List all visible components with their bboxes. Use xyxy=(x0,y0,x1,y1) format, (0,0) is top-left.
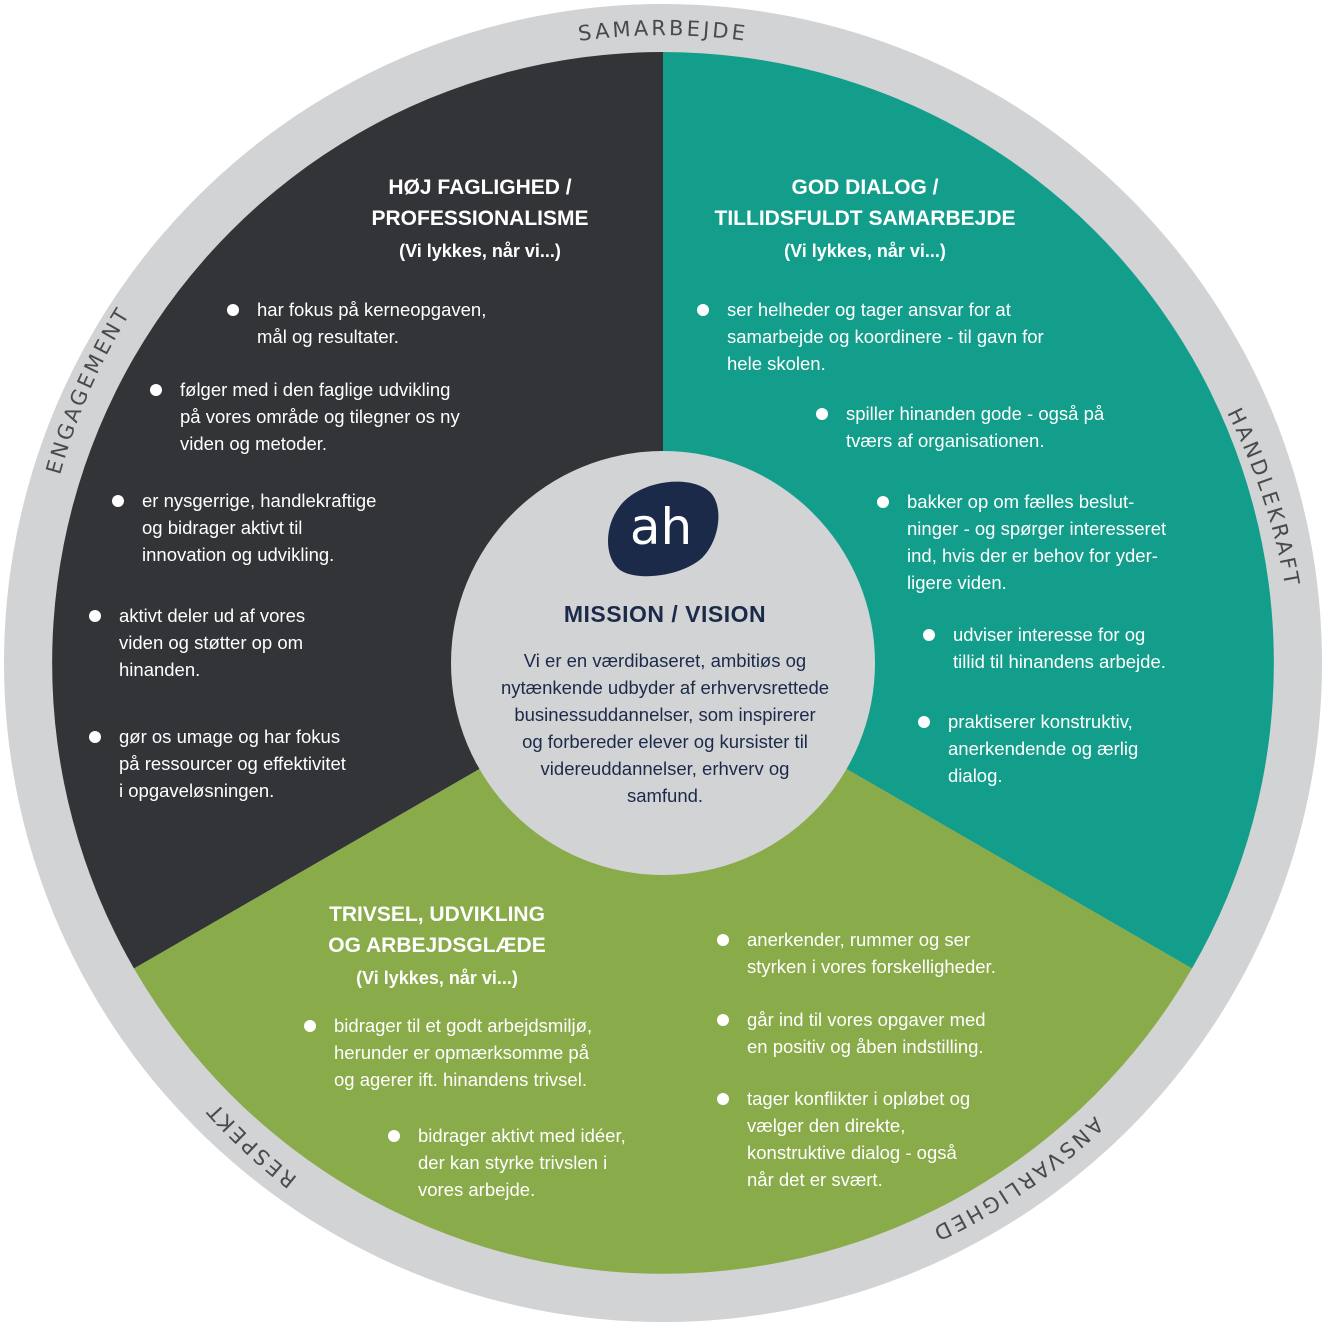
ah-logo: ah xyxy=(608,481,719,577)
faglighed-bullet: har fokus på kerneopgaven,mål og resulta… xyxy=(227,296,486,350)
mission-vision-title: MISSION / VISION xyxy=(563,601,767,627)
trivsel-bullet: bidrager aktivt med idéer,der kan styrke… xyxy=(388,1122,626,1203)
dialog-bullet: bakker op om fælles beslut-ninger - og s… xyxy=(877,488,1166,596)
dialog-heading: GOD DIALOG / TILLIDSFULDT SAMARBEJDE (Vi… xyxy=(680,172,1050,268)
segment-trivsel xyxy=(134,663,1192,1274)
dialog-bullet: praktiserer konstruktiv,anerkendende og … xyxy=(918,708,1138,789)
dialog-subtitle: (Vi lykkes, når vi...) xyxy=(784,241,946,261)
center-circle xyxy=(451,451,875,875)
trivsel-bullet: bidrager til et godt arbejdsmiljø,herund… xyxy=(304,1012,592,1093)
trivsel-subtitle: (Vi lykkes, når vi...) xyxy=(356,968,518,988)
trivsel-heading: TRIVSEL, UDVIKLING OG ARBEJDSGLÆDE (Vi l… xyxy=(277,899,597,995)
mission-vision-text: Vi er en værdibaseret, ambitiøs og nytæn… xyxy=(500,650,830,806)
svg-text:ah: ah xyxy=(630,498,692,556)
faglighed-subtitle: (Vi lykkes, når vi...) xyxy=(399,241,561,261)
faglighed-heading: HØJ FAGLIGHED / PROFESSIONALISME (Vi lyk… xyxy=(320,172,640,268)
